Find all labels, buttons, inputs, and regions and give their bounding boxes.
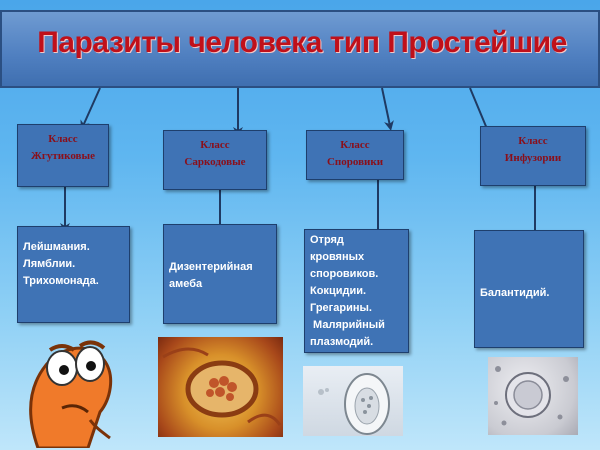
class-label-prefix: Класс — [340, 139, 370, 151]
slide-title: Паразиты человека тип Простейшие — [37, 26, 567, 59]
desc-box-ciliates: Балантидий. — [474, 230, 584, 348]
arrow-title-to-class-3 — [381, 87, 394, 131]
desc-line: Грегарины. — [310, 302, 372, 314]
cartoon-worm-illustration — [18, 320, 128, 448]
desc-line: споровиков. — [310, 268, 379, 280]
title-bar: Паразиты человека тип Простейшие — [0, 10, 600, 88]
desc-box-sarcodina: Дизентерийная амеба — [163, 224, 277, 324]
desc-box-flagellates: Лейшмания. Лямблии. Трихомонада. — [17, 226, 130, 323]
desc-box-sporozoa: Отряд кровяных споровиков. Кокцидии. Гре… — [304, 229, 409, 353]
desc-line: Дизентерийная — [169, 261, 253, 273]
class-label-name: Споровики — [326, 156, 384, 168]
worm-icon — [29, 340, 113, 448]
desc-line: амеба — [169, 278, 203, 290]
desc-line: Кокцидии. — [310, 285, 367, 297]
desc-line: Малярийный — [310, 319, 385, 331]
class-label-name: Инфузории — [504, 152, 562, 164]
class-label-name: Саркодовые — [184, 156, 246, 168]
desc-line: плазмодий. — [310, 336, 374, 348]
class-label-prefix: Класс — [200, 139, 230, 151]
class-label-name: Жгутиковые — [31, 150, 95, 162]
desc-line: кровяных — [310, 251, 365, 263]
desc-line: Лейшмания. — [23, 241, 90, 253]
class-box-sarcodina: Класс Саркодовые — [163, 130, 267, 190]
arrow-title-to-class-1 — [80, 87, 101, 131]
desc-line: Трихомонада. — [23, 275, 99, 287]
desc-line: Отряд — [310, 234, 344, 246]
sporozoan-micrograph — [303, 366, 403, 436]
class-box-ciliates: Класс Инфузории — [480, 126, 586, 186]
amoeba-micrograph — [158, 337, 283, 437]
desc-line: Балантидий. — [480, 287, 550, 299]
class-box-sporozoa: Класс Споровики — [306, 130, 404, 180]
class-box-flagellates: Класс Жгутиковые — [17, 124, 109, 187]
cyst-icon — [494, 366, 569, 426]
oocyst-icon — [318, 373, 390, 435]
class-label-prefix: Класс — [48, 133, 78, 145]
class-label-prefix: Класс — [518, 135, 548, 147]
balantidium-micrograph — [488, 357, 578, 435]
desc-line: Лямблии. — [23, 258, 76, 270]
amoeba-cell-icon — [162, 347, 282, 426]
